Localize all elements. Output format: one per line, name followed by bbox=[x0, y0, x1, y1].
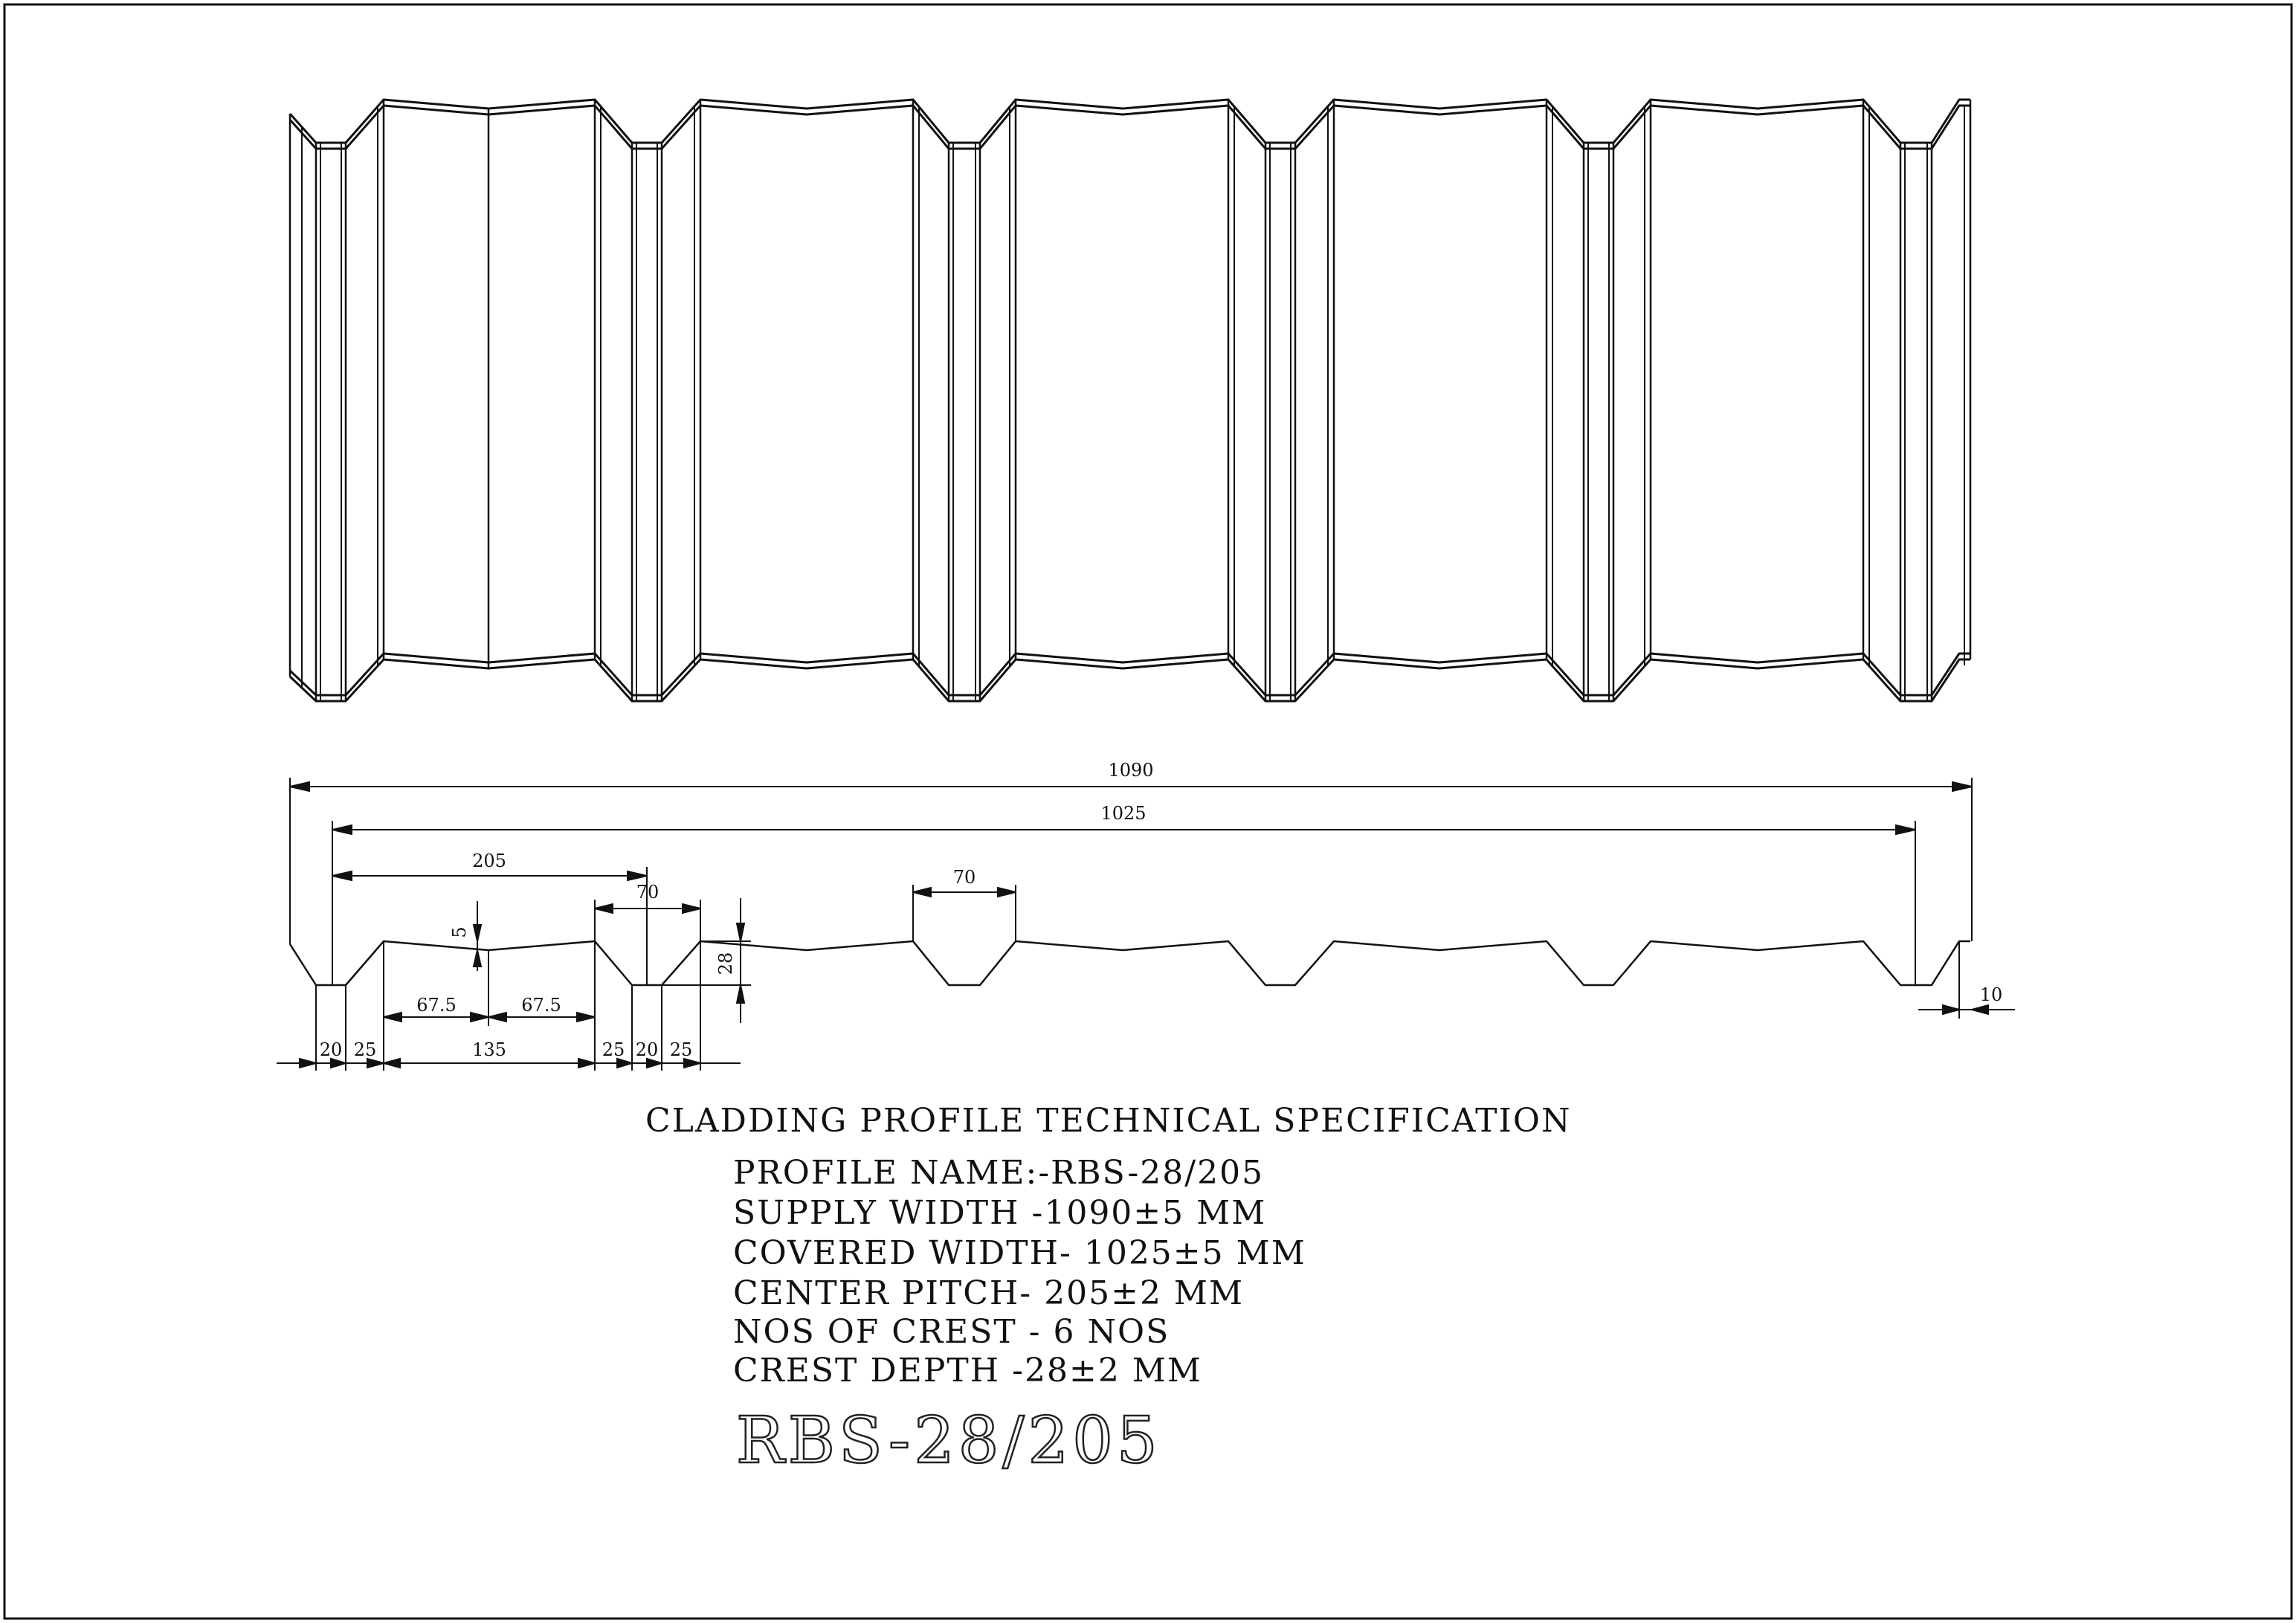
cross-section-profile bbox=[288, 940, 1970, 987]
spec-crest-depth: CREST DEPTH -28±2 MM bbox=[733, 1352, 1202, 1390]
dim-valley-step: 5 bbox=[449, 926, 470, 938]
dim-crest-top-width-right: 70 bbox=[953, 867, 976, 888]
dim-covered-width: 1025 bbox=[1100, 803, 1146, 824]
spec-covered-width: COVERED WIDTH- 1025±5 MM bbox=[733, 1234, 1306, 1272]
dim-bottom-25-c: 25 bbox=[670, 1039, 693, 1060]
dim-bottom-135: 135 bbox=[472, 1039, 506, 1060]
dim-bottom-25-b: 25 bbox=[602, 1039, 625, 1060]
dim-supply-width: 1090 bbox=[1108, 760, 1153, 781]
panel-bottom-edge bbox=[288, 658, 1970, 703]
spec-supply-width: SUPPLY WIDTH -1090±5 MM bbox=[733, 1194, 1267, 1232]
dim-valley-half-right: 67.5 bbox=[521, 995, 561, 1016]
dim-bottom-20-b: 20 bbox=[636, 1039, 659, 1060]
spec-center-pitch: CENTER PITCH- 205±2 MM bbox=[733, 1274, 1245, 1312]
dim-end-lap: 10 bbox=[1980, 984, 2003, 1005]
dim-center-pitch: 205 bbox=[472, 851, 506, 871]
panel-bottom-edge-inner bbox=[288, 652, 1970, 697]
sheet-border bbox=[3, 3, 2293, 1620]
panel-fold-lines bbox=[288, 100, 1972, 701]
panel-fold-doubles bbox=[301, 106, 1965, 701]
dim-crest-top-width: 70 bbox=[636, 882, 660, 903]
dim-bottom-25-a: 25 bbox=[354, 1039, 377, 1060]
profile-title: RBS-28/205 bbox=[735, 1404, 1161, 1478]
panel-top-edge-inner bbox=[288, 104, 1970, 150]
dim-bottom-20-a: 20 bbox=[320, 1039, 343, 1060]
dim-crest-depth: 28 bbox=[715, 952, 736, 975]
dimension-lines bbox=[277, 778, 2015, 1071]
spec-heading: CLADDING PROFILE TECHNICAL SPECIFICATION bbox=[645, 1102, 1572, 1140]
panel-top-edge bbox=[288, 98, 1970, 144]
spec-profile-name: PROFILE NAME:-RBS-28/205 bbox=[733, 1154, 1265, 1192]
dimension-labels: 1090 1025 205 70 70 5 28 67.5 67.5 10 20… bbox=[320, 760, 2003, 1060]
dim-valley-half-left: 67.5 bbox=[416, 995, 456, 1016]
panel-isometric-view bbox=[288, 98, 1972, 703]
spec-crest-count: NOS OF CREST - 6 NOS bbox=[733, 1313, 1170, 1351]
